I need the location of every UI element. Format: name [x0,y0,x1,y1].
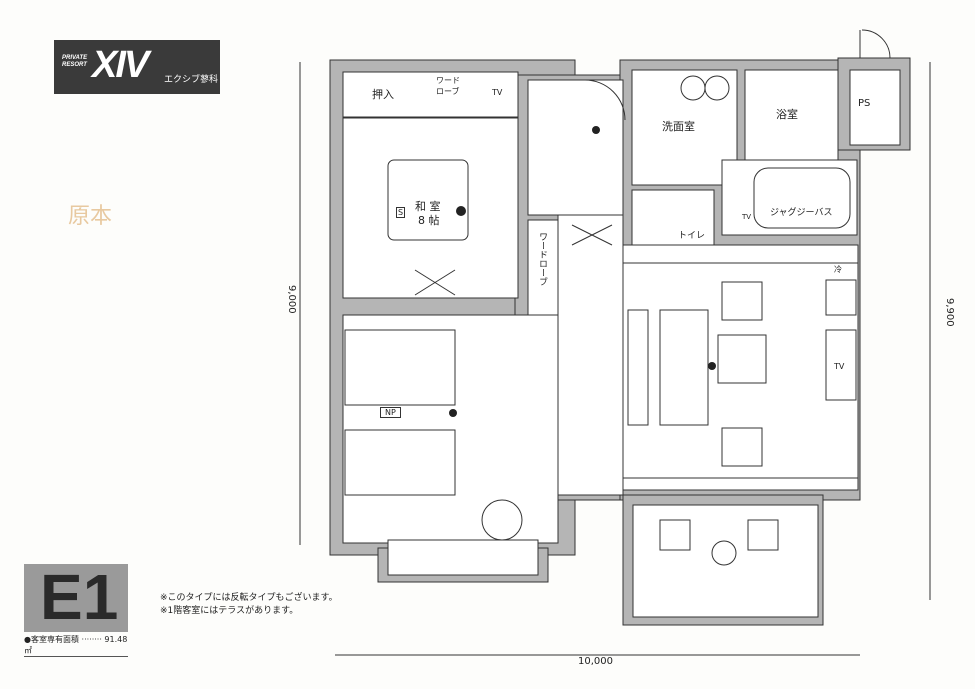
stamp: 原本 [68,204,113,229]
label-nightstand: NP [380,407,401,418]
note-terrace: ※1階客室にはテラスがあります。 [160,606,299,616]
label-toilet: トイレ [678,231,706,241]
label-tv-small: TV [742,213,752,221]
label-ps: PS [858,98,871,109]
logo-name: XIV [92,44,149,86]
label-washitsu: 和 室 [415,200,441,213]
note-reversed-type: ※このタイプには反転タイプもございます。 [160,593,338,603]
logo-subtitle: エクシブ蓼科 [164,75,219,85]
dimension-left-height: 9,000 [286,285,297,314]
label-tv-living: TV [834,362,845,371]
label-washitsu-size: 8 帖 [418,214,440,227]
dimension-right-height: 9,900 [944,298,955,327]
unit-type: E1 [40,561,119,633]
label-tv-top: TV [492,88,503,97]
label-washroom: 洗面室 [662,120,695,133]
dimension-width: 10,000 [578,656,613,667]
logo-prefix: PRIVATE RESORT [62,55,88,68]
label-fridge: 冷 [834,265,842,274]
label-oshiire: 押入 [372,88,394,101]
area-line: ●客室専有面積 ········ 91.48㎡ [24,635,128,657]
xiv-logo: PRIVATE RESORT XIV エクシブ蓼科 [54,40,220,94]
label-jacuzzi: ジャグジーバス [770,208,833,218]
label-wardrobe-top: ワード ローブ [436,76,460,96]
label-wardrobe-side: ワードローブ [537,232,547,286]
area-value: 91.48㎡ [24,635,128,655]
area-label: ●客室専有面積 [24,635,79,644]
washitsu-room [342,117,519,299]
label-bath: 浴室 [776,108,798,121]
unit-type-badge: E1 [24,561,128,633]
label-s-mark: S [396,207,406,218]
